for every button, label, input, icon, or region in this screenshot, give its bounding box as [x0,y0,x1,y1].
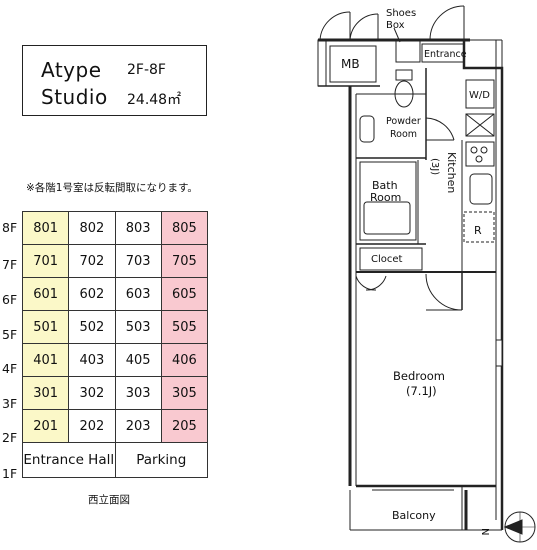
shoes-box-label-1: Shoes [386,8,416,19]
bath-room-label-2: Room [370,191,401,204]
room-cell: 702 [68,244,116,278]
door-swing [349,13,379,41]
bathtub [363,201,411,235]
table-row: 201 202 203 205 [21,409,209,443]
stove-box [465,141,495,167]
refrigerator-space [463,211,495,243]
parking-cell: Parking [114,442,208,478]
entrance-door-swing [429,5,465,41]
table-row: 601 602 603 605 [21,277,209,311]
floor-label: 8F [2,220,18,235]
door-swing [425,117,455,141]
room-cell: 701 [21,244,70,278]
floor-label: 6F [2,292,18,307]
table-row: 701 702 703 705 [21,244,209,278]
closet-box [359,247,423,271]
elevation-caption: 西立面図 [88,494,130,506]
entrance-box [421,43,465,63]
door-swing [425,273,463,311]
room-cell: 802 [68,211,116,245]
room-cell: 505 [160,310,209,344]
bedroom-size-label: (7.1J) [406,384,437,398]
room-cell: 205 [160,409,209,443]
floor-range: 2F-8F [127,62,166,78]
burner [475,155,483,163]
kitchen-size-label: (3J) [429,158,440,175]
burner [470,146,478,154]
room-cell: 603 [114,277,162,311]
floor-label: 4F [2,361,18,376]
powder-room-label-2: Room [390,129,417,140]
washer-box [465,79,495,109]
toilet-tank [395,69,413,81]
floor-label: 2F [2,430,18,445]
mb-box [329,45,377,83]
wall [317,39,327,87]
balcony-label: Balcony [392,509,436,522]
type-name: Atype [41,58,102,82]
side-window [495,339,503,367]
kitchen-label: Kitchen [445,152,458,193]
door-swing [365,275,387,291]
closet-label: Clocet [371,254,403,265]
room-cell: 203 [114,409,162,443]
mirror-layout-note: ※各階1号室は反転間取になります。 [26,182,198,194]
room-cell: 605 [160,277,209,311]
room-cell: 403 [68,343,116,377]
room-cell: 705 [160,244,209,278]
bath-box [359,161,417,241]
floor-label: 1F [2,466,18,481]
room-cell: 301 [21,376,70,410]
mb-label: MB [341,57,360,71]
unit-type-box: Atype 2F-8F Studio 24.48㎡ [22,45,207,116]
wd-label: W/D [469,90,490,101]
burner [480,146,488,154]
room-cell: 305 [160,376,209,410]
door-swing [319,11,351,41]
compass-north-label: N [479,528,490,535]
shoes-box [395,39,421,63]
compass-arrow [503,519,523,535]
unit-area: 24.48㎡ [127,92,182,108]
appliance-cross [465,113,495,137]
floor-label: 5F [2,327,18,342]
shoes-box-label-2: Box [386,20,405,31]
room-cell: 803 [114,211,162,245]
door-swing [355,275,377,291]
room-cell: 406 [160,343,209,377]
powder-sink [359,115,375,143]
floor-label: 7F [2,257,18,272]
room-cell: 502 [68,310,116,344]
west-elevation-table: 801 802 803 805 701 702 703 705 601 602 … [21,211,209,478]
room-cell: 201 [21,409,70,443]
powder-room-label-1: Powder [386,116,421,127]
entrance-label: Entrance [424,49,467,60]
bedroom-label: Bedroom [393,369,445,383]
leader-line [393,27,401,43]
room-cell: 601 [21,277,70,311]
entrance-hall-cell: Entrance Hall [22,442,116,478]
kitchen-sink [469,173,493,205]
table-row: 301 302 303 305 [21,376,209,410]
table-row: Entrance Hall Parking [22,442,208,478]
layout-name: Studio [41,85,108,109]
bath-room-label-1: Bath [372,179,398,192]
room-cell: 801 [21,211,70,245]
room-cell: 401 [21,343,70,377]
appliance-box [465,113,495,137]
floor-label: 3F [2,396,18,411]
refrigerator-label: R [474,224,482,237]
